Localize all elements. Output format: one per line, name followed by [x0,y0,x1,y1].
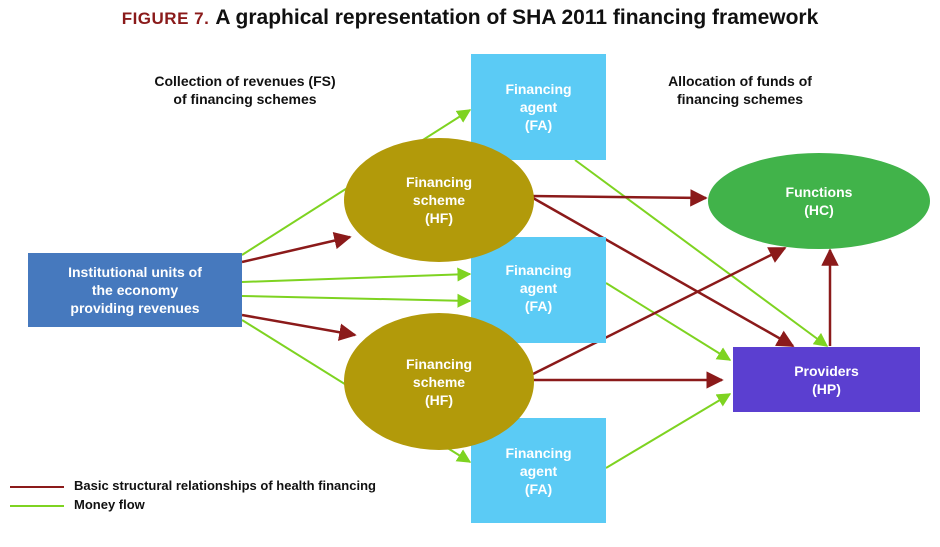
rel-hf-top-to-hp [532,196,795,348]
money-inst-to-fa-mid-1 [241,267,472,283]
legend-money-label: Money flow [74,497,145,512]
heading-allocation: Allocation of funds of financing schemes [668,73,812,107]
money-inst-to-fa-mid-2 [241,293,472,308]
financing-agent-top: Financing agent (FA) [471,54,606,160]
money-fa-bottom-to-hp [605,393,732,469]
figure-title-text: A graphical representation of SHA 2011 f… [215,6,819,29]
rel-inst-to-hf-bottom [241,313,357,341]
financing-scheme-top: Financing scheme (HF) [344,138,534,262]
heading-collection: Collection of revenues (FS) of financing… [154,73,336,107]
legend-structural-label: Basic structural relationships of health… [74,478,376,493]
rel-hf-top-to-hc [530,189,708,207]
financing-scheme-bottom: Financing scheme (HF) [344,313,534,450]
rel-inst-to-hf-top [241,232,352,264]
money-fa-top-to-hp [574,159,829,347]
legend-money: Money flow [10,497,145,512]
legend-structural-line [10,485,64,488]
providers-box: Providers (HP) [733,347,920,412]
rel-hf-bottom-to-hc [532,246,787,376]
institutional-units-box: Institutional units of the economy provi… [28,253,242,327]
figure-label: FIGURE 7. [121,9,210,28]
money-fa-mid-to-hp [605,282,732,361]
legend-structural: Basic structural relationships of health… [10,478,376,493]
legend-money-line [10,504,64,507]
figure-title: FIGURE 7. A graphical representation of S… [0,6,940,30]
functions-ellipse: Functions (HC) [708,153,930,249]
